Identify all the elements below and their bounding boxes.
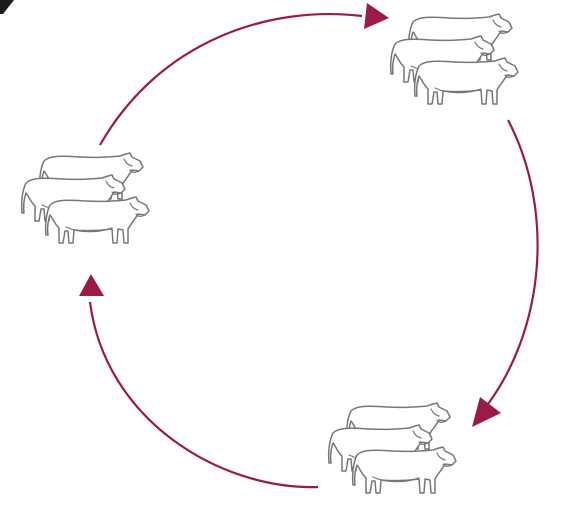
cycle-arrow-left-to-top — [100, 14, 362, 145]
corner-mark — [0, 0, 14, 14]
cycle-arrow-top-to-bottom — [485, 120, 538, 408]
cattle-herd-icon-top-right — [391, 14, 518, 104]
arrow-head-top — [364, 3, 389, 29]
arrow-head-right — [472, 397, 501, 427]
cattle-herd-icon-bottom — [329, 403, 456, 493]
cattle-herd-icon-left — [22, 153, 149, 243]
cycle-arrow-bottom-to-left — [90, 302, 318, 487]
arrow-head-left — [79, 274, 104, 296]
